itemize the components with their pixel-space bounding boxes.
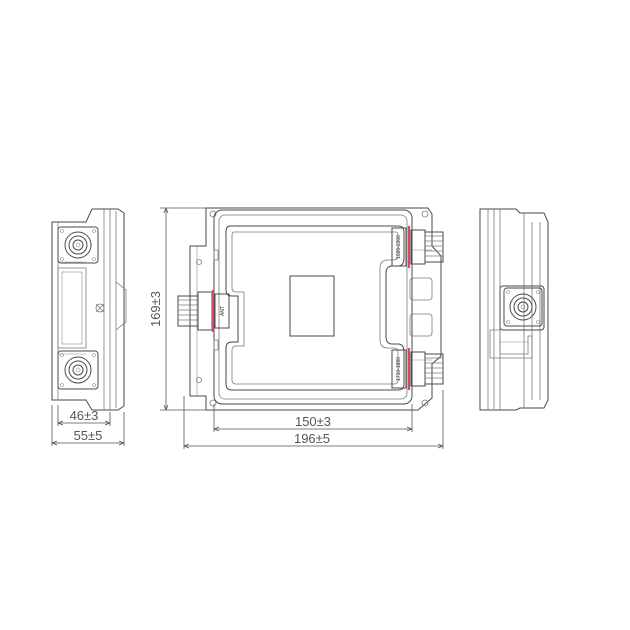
low-band-port: 1710-1880 [391,348,444,390]
right-side-view [479,208,549,411]
dimension-label-169: 169±3 [148,291,163,327]
dimension-55: 55±5 [51,405,125,446]
ant-port-label: ANT [220,306,226,316]
dimension-150: 150±3 [213,404,413,432]
connector-bottom [57,350,99,390]
high-band-port-label: 1920-2300 [396,235,402,259]
dimension-46: 46±3 [57,405,111,426]
connector-top [57,226,99,264]
front-view: ANT 1920-2300 1710-1880 [148,207,444,449]
dimension-label-55: 55±5 [74,428,103,443]
dimension-169: 169±3 [148,207,206,411]
dimension-label-46: 46±3 [70,408,99,423]
dimension-label-196: 196±5 [294,431,330,446]
dimension-196: 196±5 [183,390,444,449]
high-band-port: 1920-2300 [391,226,444,268]
center-label-plate [289,275,335,337]
right-connector [503,287,543,327]
screw-mark [95,303,105,313]
low-band-port-label: 1710-1880 [396,357,402,381]
left-side-view: 46±3 55±5 [51,208,127,446]
ant-port: ANT [177,290,230,332]
dimension-label-150: 150±3 [295,414,331,429]
